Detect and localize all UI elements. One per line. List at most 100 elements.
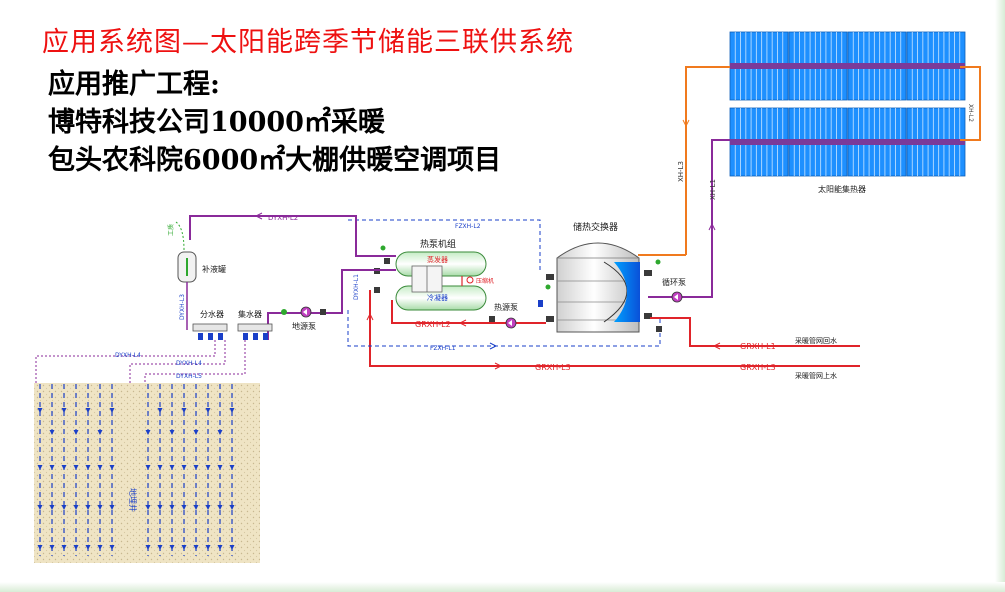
valve-icon (538, 300, 543, 307)
flow-arrow (193, 465, 199, 470)
flow-arrow (97, 505, 103, 510)
flow-arrow (217, 465, 223, 470)
flow-arrow (217, 430, 223, 435)
water-source-line (175, 221, 185, 251)
fzxh-l1-pipe (347, 310, 661, 347)
pipe-label-xh-l3: XH-L3 (677, 161, 685, 182)
gauge-icon (380, 245, 386, 251)
pipe-label-grxh-l3-right: GRXH-L3 (740, 363, 776, 372)
valve-icon (656, 326, 662, 332)
flow-arrow (145, 465, 151, 470)
gauge-icon (655, 259, 661, 265)
pump-arrow-icon (674, 294, 678, 300)
flow-arrow (229, 545, 235, 550)
flow-arrow (181, 505, 187, 510)
flow-arrow (205, 465, 211, 470)
valve-icon (384, 258, 390, 264)
pipe-label-dyxh-l4-b: DYXH-L4 (176, 360, 202, 367)
pipe-label-dyxh-l5: DYXH-L5 (176, 373, 202, 380)
solar-collector-label: 太阳能集热器 (818, 184, 866, 194)
heating-return-label: 采暖管网回水 (795, 336, 837, 345)
condenser-label: 冷凝器 (427, 293, 448, 302)
soil-area (34, 383, 260, 563)
flow-arrow (217, 505, 223, 510)
pipe-label-grxh-l1: GRXH-L1 (740, 342, 776, 351)
valve-icon (320, 309, 326, 315)
flow-arrow (193, 505, 199, 510)
flow-arrow (229, 505, 235, 510)
solar-header-pipe (730, 63, 965, 69)
valve-icon (374, 287, 380, 293)
flow-arrow (682, 119, 690, 128)
flow-arrow (109, 545, 115, 550)
flow-arrow (145, 505, 151, 510)
ground-supply-pipe (267, 269, 396, 340)
solar-header-pipe (730, 139, 965, 145)
heat-pump-unit-label: 热泵机组 (420, 238, 456, 250)
flow-arrow (157, 545, 163, 550)
pipe-label-dyxh-l4: DYXH-L4 (115, 352, 141, 359)
pipe-label-xh-l1: XH-L1 (709, 179, 717, 200)
evaporator-label: 蒸发器 (427, 255, 448, 264)
flow-arrow (169, 430, 175, 435)
flow-arrow (229, 408, 235, 413)
tank-fitting (644, 313, 652, 319)
gauge-icon (545, 284, 551, 290)
flow-arrow (49, 545, 55, 550)
flow-arrow (61, 545, 67, 550)
flow-arrow (145, 430, 151, 435)
collector-header (237, 323, 273, 332)
manifold-valves (198, 333, 268, 340)
solar-supply-pipe (685, 66, 730, 255)
gauge-icon (281, 309, 287, 315)
compressor-label: 压缩机 (476, 277, 494, 285)
water-source-label: 工质 (167, 224, 175, 236)
flow-arrow (73, 430, 79, 435)
subtitle-line-1: 应用推广工程: (48, 69, 220, 100)
flow-arrow (97, 465, 103, 470)
compressor-icon (466, 276, 474, 284)
flow-arrow (169, 545, 175, 550)
flow-arrow (217, 545, 223, 550)
pipe-label-xh-l2: XH-L2 (967, 104, 974, 122)
flow-arrow (61, 505, 67, 510)
heating-supply-label: 采暖管网上水 (795, 371, 837, 380)
heating-return-pipe (650, 317, 860, 347)
flow-arrow (37, 505, 43, 510)
tank-fitting (644, 270, 652, 276)
distributor-header (192, 323, 228, 332)
heating-supply-pipe (369, 290, 860, 367)
flow-arrow (181, 408, 187, 413)
flow-arrow (37, 545, 43, 550)
pipe-label-dyxh-l3: DYXH-L3 (179, 294, 186, 320)
flow-arrow (229, 465, 235, 470)
flow-arrow (181, 545, 187, 550)
ground-loop-pipe (189, 215, 396, 257)
pipe-label-grxh-l2: GRXH-L2 (415, 320, 451, 329)
flow-arrow (61, 465, 67, 470)
pump-arrow-icon (508, 320, 512, 326)
solar-collector-array (729, 31, 966, 177)
flow-arrow (458, 319, 467, 327)
fzxh-l2-pipe (348, 219, 541, 272)
flow-arrow (708, 222, 716, 231)
flow-arrow (37, 408, 43, 413)
flow-arrow (109, 465, 115, 470)
heat-source-pump-label: 热源泵 (494, 302, 518, 312)
storage-exchanger-label: 储热交换器 (573, 221, 618, 233)
flow-arrow (109, 505, 115, 510)
flow-arrow (205, 505, 211, 510)
distributor-label: 分水器 (200, 309, 224, 319)
flow-arrow (169, 465, 175, 470)
pipe-label-fzxh-l1: FZXH-L1 (430, 345, 456, 352)
pipe-label-grxh-l3: GRXH-L3 (535, 363, 571, 372)
storage-tank (556, 242, 640, 333)
flow-arrow (73, 505, 79, 510)
flow-arrow (97, 430, 103, 435)
flow-arrow (489, 342, 498, 350)
flow-arrow (73, 465, 79, 470)
flow-arrow (193, 430, 199, 435)
expansion-tank-label: 补液罐 (202, 264, 226, 274)
flow-arrow (85, 505, 91, 510)
